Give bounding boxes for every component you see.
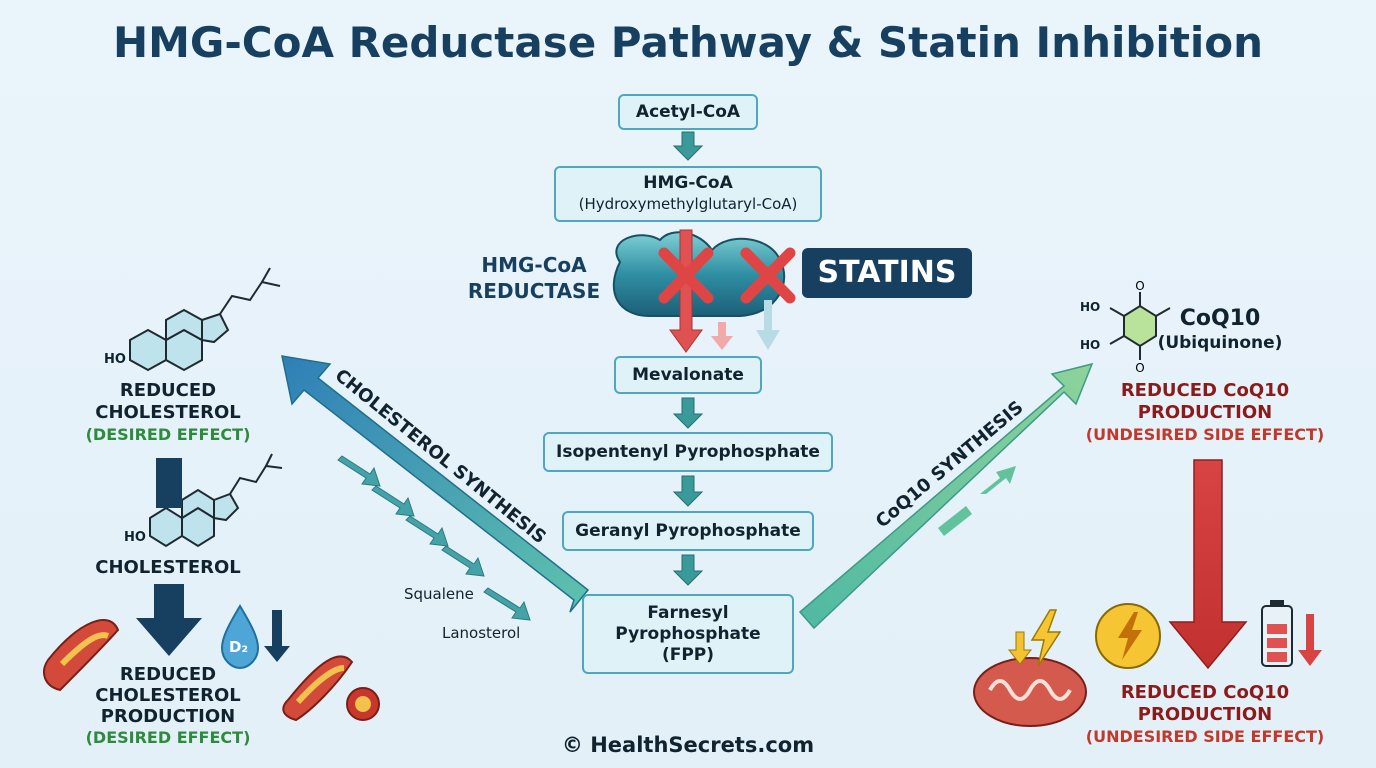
faded-red-arrow	[711, 322, 733, 350]
teal-arrow-5	[483, 587, 531, 621]
vitamin-d-label: D₂	[229, 638, 249, 656]
ipp-label: Isopentenyl Pyrophosphate	[556, 441, 820, 462]
undesired-effect-top: (UNDESIRED SIDE EFFECT)	[1085, 425, 1325, 444]
footer-credit: © HealthSecrets.com	[561, 733, 815, 757]
energy-bolt-icon	[1118, 612, 1142, 660]
reduced-cholesterol-top: REDUCED CHOLESTEROL (DESIRED EFFECT)	[58, 380, 278, 446]
battery-down-arrow	[1298, 614, 1322, 666]
reduced-coq10-bottom: REDUCED CoQ10 PRODUCTION (UNDESIRED SIDE…	[1070, 682, 1340, 748]
coq10-ho-1: HO	[1080, 300, 1101, 314]
reduced-cholesterol-line1: REDUCED	[119, 380, 217, 401]
hmg-coa-label: HMG-CoA	[643, 173, 733, 193]
reduced-cholesterol-line2: CHOLESTEROL	[95, 402, 241, 423]
hmg-coa-full-label: (Hydroxymethylglutaryl-CoA)	[578, 195, 798, 213]
reduced-production-left: REDUCED CHOLESTEROL PRODUCTION (DESIRED …	[58, 664, 278, 748]
small-yellow-down-arrow	[1007, 631, 1033, 665]
coq10-oxygen-bottom: O	[1135, 361, 1144, 375]
reduced-production-line2: CHOLESTEROL	[95, 685, 241, 706]
box-ipp: Isopentenyl Pyrophosphate	[543, 432, 833, 472]
coq10-synthesis-arrow	[798, 362, 1094, 630]
desired-effect-bottom: (DESIRED EFFECT)	[85, 728, 251, 747]
reduced-coq10-top-line2: PRODUCTION	[1137, 402, 1273, 423]
vitamin-d-drop-icon	[220, 604, 260, 670]
teal-arrow-2	[371, 485, 415, 517]
lanosterol-label: Lanosterol	[442, 624, 521, 642]
navy-bar	[156, 458, 182, 508]
low-battery-icon	[1261, 600, 1293, 667]
cholesterol-synthesis-arrow	[281, 355, 590, 613]
pathway-arrows	[672, 131, 704, 586]
acetyl-coa-label: Acetyl-CoA	[635, 101, 741, 122]
cholesterol-molecule-mid	[149, 453, 283, 548]
small-teal-arrows-left	[337, 455, 531, 621]
cholesterol-label: CHOLESTEROL	[95, 557, 241, 578]
enzyme-blob	[612, 231, 786, 317]
reduced-coq10-top-line1: REDUCED CoQ10	[1120, 380, 1290, 401]
teal-arrow-3	[405, 515, 449, 547]
x-mark-1-b	[658, 247, 714, 304]
arrow-acetyl-to-hmg	[672, 131, 704, 161]
ho-label-top: HO	[104, 352, 126, 367]
page-title: HMG-CoA Reductase Pathway & Statin Inhib…	[112, 18, 1264, 67]
ubiquinone-label: (Ubiquinone)	[1157, 333, 1283, 353]
blood-vessel-icon-right	[282, 655, 380, 722]
box-acetyl-coa: Acetyl-CoA	[618, 94, 758, 130]
arrow-gpp-to-fpp	[672, 554, 704, 586]
navy-down-arrow	[136, 584, 202, 656]
coq10-oxygen-top: O	[1135, 279, 1144, 293]
coq10-ho-2: HO	[1080, 338, 1101, 352]
x-mark-2-b	[740, 247, 796, 304]
enzyme-label-line2: REDUCTASE	[467, 279, 601, 303]
reduced-production-line3: PRODUCTION	[100, 706, 236, 727]
reduced-production-line1: REDUCED	[119, 664, 217, 685]
cholesterol-molecule-top	[129, 267, 281, 372]
fpp-label-3: (FPP)	[661, 644, 715, 665]
coq10-title: CoQ10	[1179, 306, 1261, 331]
arrow-mev-to-ipp	[672, 397, 704, 429]
faded-blue-arrow	[756, 300, 780, 350]
arrow-ipp-to-gpp	[672, 475, 704, 507]
coq10-molecule	[1109, 292, 1171, 360]
lightning-icon-small	[1030, 609, 1062, 667]
mevalonate-label: Mevalonate	[632, 364, 744, 385]
desired-effect-top: (DESIRED EFFECT)	[85, 425, 251, 444]
small-green-dash-1	[938, 506, 972, 536]
reduced-coq10-top: REDUCED CoQ10 PRODUCTION (UNDESIRED SIDE…	[1070, 380, 1340, 446]
statins-badge: STATINS	[802, 248, 972, 298]
ho-label-mid: HO	[124, 530, 146, 545]
box-gpp: Geranyl Pyrophosphate	[562, 511, 814, 551]
box-fpp: Farnesyl Pyrophosphate (FPP)	[582, 594, 794, 674]
fpp-label-2: Pyrophosphate	[615, 623, 761, 644]
inhibited-red-arrow	[669, 229, 703, 353]
reduced-coq10-bottom-line1: REDUCED CoQ10	[1120, 682, 1290, 703]
teal-arrow-1	[337, 455, 381, 487]
mitochondria-icon	[973, 657, 1087, 727]
enzyme-label-line1: HMG-CoA	[481, 253, 587, 277]
teal-arrow-4	[441, 545, 485, 577]
inhibition-x-marks	[658, 247, 796, 304]
squalene-label: Squalene	[404, 585, 474, 603]
coq10-red-down-arrow	[1168, 459, 1248, 670]
small-green-arrow-2	[980, 466, 1016, 494]
gpp-label: Geranyl Pyrophosphate	[575, 520, 801, 541]
blood-vessel-icon-left	[43, 619, 120, 692]
box-mevalonate: Mevalonate	[614, 356, 762, 394]
enzyme-label: HMG-CoA REDUCTASE	[454, 252, 614, 304]
box-hmg-coa: HMG-CoA (Hydroxymethylglutaryl-CoA)	[554, 166, 822, 222]
vitamin-d-down-arrow	[264, 610, 290, 662]
fpp-label-1: Farnesyl	[647, 602, 729, 623]
undesired-effect-bottom: (UNDESIRED SIDE EFFECT)	[1085, 727, 1325, 746]
reduced-coq10-bottom-line2: PRODUCTION	[1137, 704, 1273, 725]
